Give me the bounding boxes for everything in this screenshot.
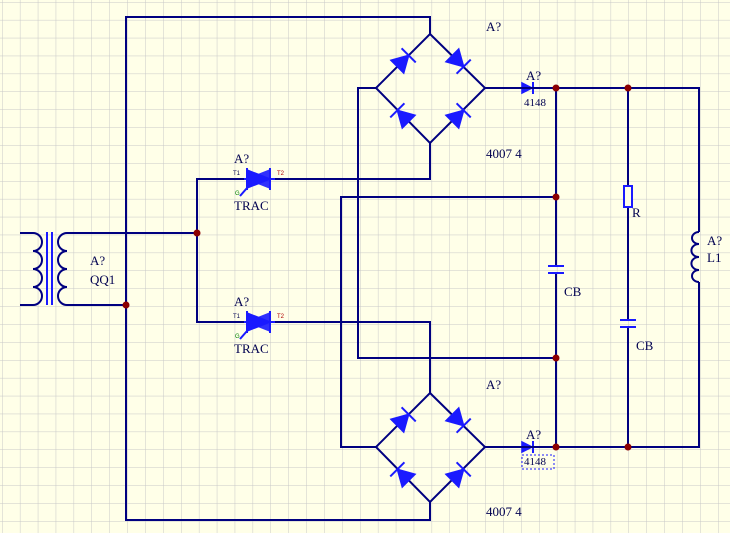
triac-top-pin-t1: T1 [233,171,241,177]
junction-dot [552,443,560,451]
resistor-name: R [632,205,641,220]
bridge-top-diode-ll-icon [389,102,417,130]
junction-dot [624,84,632,92]
triac-bottom-pin-g: G [235,334,240,340]
inductor-name: L1 [707,250,721,265]
inductor-l1[interactable]: A? L1 [690,231,722,283]
wire-outer-top [125,16,431,521]
bridge-top-diode-lr-icon [444,102,472,130]
diode-top-part: 4148 [524,97,547,109]
transformer-designator: A? [90,253,105,268]
resistor-icon [623,185,633,208]
triac-top-pin-g: G [235,191,240,197]
bridge-rectifier-top[interactable]: A? 4007 4 [374,19,522,161]
bridge-bottom-diode-ur-icon [444,406,472,434]
diode-4148-bottom[interactable]: A? 4148 [520,427,555,470]
wire-triac-bottom-out [275,321,431,393]
triac-bottom-name: TRAC [234,341,269,356]
wire-triac-top-out [275,143,431,180]
capacitor-mid-name: CB [564,284,582,299]
wire-triac-bus-lower [196,233,244,323]
triac-bottom-designator: A? [234,294,249,309]
bridge-rectifier-bottom[interactable]: A? 4007 4 [374,377,522,519]
wire-triac-bus [196,178,244,233]
junction-dot [193,229,201,237]
capacitor-cb-mid[interactable]: CB [548,265,582,299]
bridge-bottom-diode-ll-icon [389,461,417,489]
bridge-top-diode-ul-icon [389,47,417,75]
wires [73,16,700,521]
triac-top-name: TRAC [234,198,269,213]
triac-top-pin-t2: T2 [277,171,285,177]
capacitor-right-name: CB [636,338,654,353]
wire-top-rail [538,87,700,232]
transformer-name: QQ1 [90,272,115,287]
diode-bottom-designator: A? [526,427,541,442]
junction-dot [552,193,560,201]
bridge-bottom-part: 4007 4 [486,504,522,519]
bridge-bottom-diode-lr-icon [444,461,472,489]
wire-bottom-rail [538,282,700,448]
bridge-bottom-designator: A? [486,377,501,392]
triac-bottom-pin-t2: T2 [277,314,285,320]
bridge-bottom-diode-ul-icon [389,406,417,434]
bridge-top-diode-ur-icon [444,47,472,75]
diode-4148-top[interactable]: A? 4148 [520,68,547,109]
triac-top[interactable]: A? T1 T2 G TRAC [233,151,285,213]
capacitor-cb-right[interactable]: CB [620,319,654,353]
junction-dot [624,443,632,451]
triac-bottom[interactable]: A? T1 T2 G TRAC [233,294,285,356]
triac-bottom-pin-t1: T1 [233,314,241,320]
junction-dots [122,84,632,451]
transformer-qq1[interactable]: A? QQ1 [20,232,115,306]
wire-bridge-bottom-left [340,196,556,448]
triac-top-designator: A? [234,151,249,166]
transformer-secondary-coil-icon [57,232,73,306]
junction-dot [552,84,560,92]
junction-dot [552,354,560,362]
bridge-top-designator: A? [486,19,501,34]
diode-top-designator: A? [526,68,541,83]
resistor-r[interactable]: R [623,185,641,220]
bridge-top-part: 4007 4 [486,146,522,161]
junction-dot [122,301,130,309]
inductor-coil-icon [690,231,700,283]
diode-bottom-part: 4148 [524,456,547,468]
wire-bridge-top-left [357,87,556,359]
inductor-designator: A? [707,233,722,248]
transformer-primary-coil-icon [20,232,43,306]
